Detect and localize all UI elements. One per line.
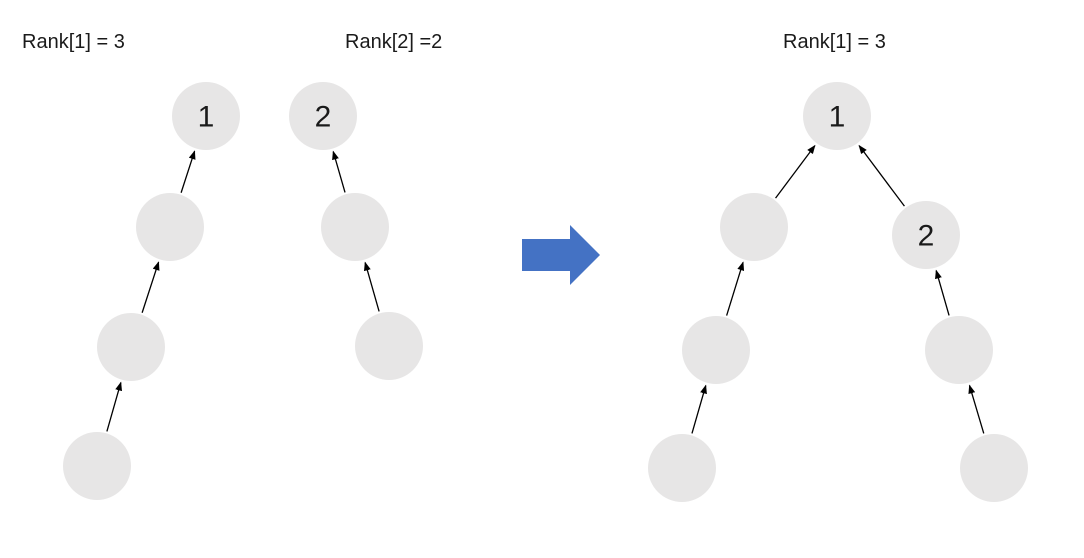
parent-pointer-arrow [935, 269, 950, 316]
rank-label-left-tree2: Rank[2] =2 [345, 31, 443, 53]
tree-node-1 [172, 82, 240, 150]
tree-node-2 [892, 201, 960, 269]
parent-pointer-arrow [363, 261, 380, 312]
node-label: 2 [918, 220, 935, 253]
tree-node [925, 316, 993, 384]
node-label: 1 [198, 101, 215, 134]
tree-node [63, 432, 131, 500]
tree-node [960, 434, 1028, 502]
tree-node [682, 316, 750, 384]
parent-pointer-arrow [858, 144, 905, 207]
parent-pointer-arrow [180, 150, 196, 193]
parent-pointer-arrow [141, 261, 160, 313]
parent-pointer-arrow [332, 150, 346, 193]
node-label: 2 [315, 101, 332, 134]
tree-node-2 [289, 82, 357, 150]
tree-node-1 [803, 82, 871, 150]
node-label: 1 [829, 101, 846, 134]
parent-pointer-arrow [691, 384, 707, 434]
tree-node [136, 193, 204, 261]
transform-right-arrow-icon [522, 225, 600, 285]
tree-node [648, 434, 716, 502]
panel-after-union: 12 [648, 82, 1028, 502]
parent-pointer-arrow [726, 261, 745, 316]
rank-label-left-tree1: Rank[1] = 3 [22, 31, 125, 53]
parent-pointer-arrow [968, 384, 985, 434]
tree-node [355, 312, 423, 380]
tree-node [720, 193, 788, 261]
rank-label-right-tree1: Rank[1] = 3 [783, 31, 886, 53]
tree-node [97, 313, 165, 381]
parent-pointer-arrow [106, 381, 123, 432]
parent-pointer-arrow [775, 144, 816, 199]
tree-node [321, 193, 389, 261]
